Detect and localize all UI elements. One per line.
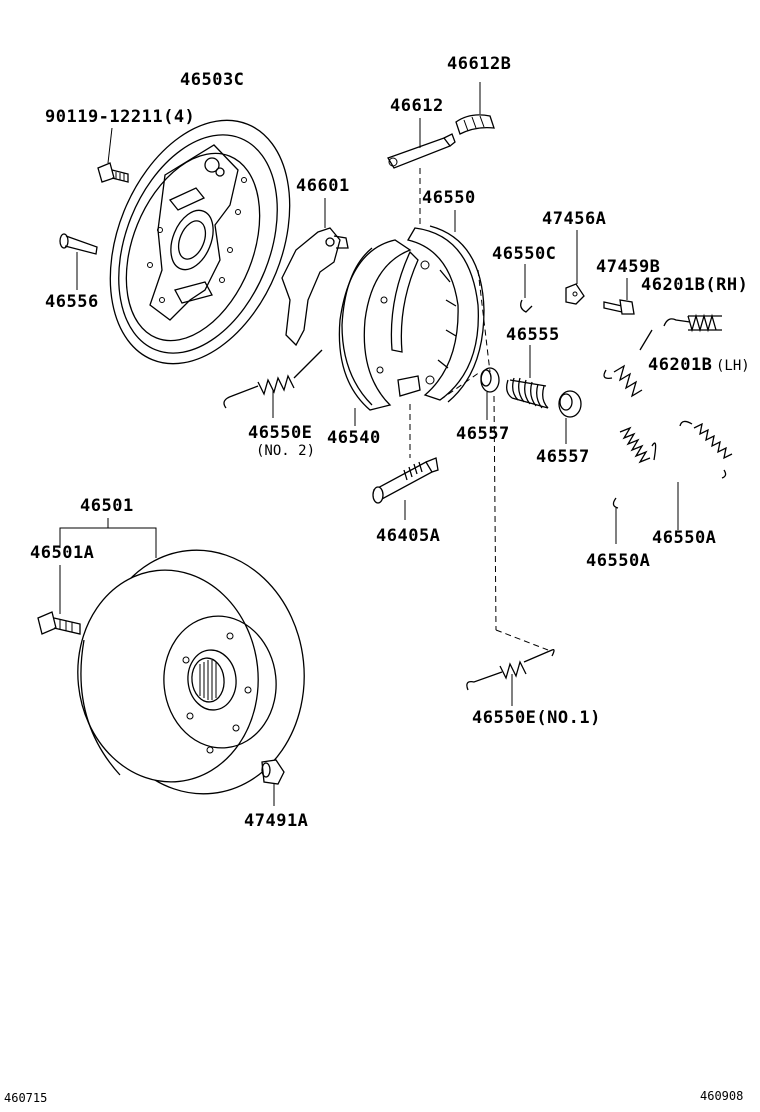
spring-46201b-rh-drawing — [663, 313, 722, 333]
strut-46612-drawing — [387, 118, 456, 169]
label-46540: 46540 — [327, 428, 381, 448]
label-47491a: 47491A — [244, 811, 308, 831]
label-46201b-lh: 46201B — [648, 355, 712, 375]
assembly-dashed-lines — [409, 168, 549, 651]
label-46555: 46555 — [506, 325, 560, 345]
adjuster-46405a-drawing — [372, 457, 439, 520]
label-46601: 46601 — [296, 176, 350, 196]
washer-47456a-drawing — [565, 230, 585, 305]
bolt-47459b-drawing — [603, 278, 635, 315]
label-47459b: 47459B — [596, 257, 660, 277]
lever-46601-drawing — [281, 198, 349, 347]
bolt-90119-drawing — [97, 127, 129, 183]
label-46550c: 46550C — [492, 244, 556, 264]
label-90119-12211: 90119-12211(4) — [45, 107, 195, 127]
spring-46201b-lh-drawing — [603, 329, 653, 398]
bolt-46501a-drawing — [37, 565, 81, 635]
code-left: 460715 — [4, 1091, 47, 1105]
label-46612b: 46612B — [447, 54, 511, 74]
drum-46501-drawing — [77, 549, 305, 795]
label-46550: 46550 — [422, 188, 476, 208]
label-46557-left: 46557 — [456, 424, 510, 444]
spring-46550a-left-drawing — [612, 426, 657, 544]
spring-46550a-right-drawing — [677, 420, 733, 530]
label-46501: 46501 — [80, 496, 134, 516]
label-46405a: 46405A — [376, 526, 440, 546]
cup-46557-right-drawing — [558, 390, 582, 444]
label-46550e-no1: 46550E(NO.1) — [472, 708, 601, 728]
label-46556: 46556 — [45, 292, 99, 312]
label-46612: 46612 — [390, 96, 444, 116]
brake-shoes-drawing — [338, 225, 485, 411]
label-46501a: 46501A — [30, 543, 94, 563]
label-46550a-left: 46550A — [586, 551, 650, 571]
spring-46550e-no1-drawing — [466, 648, 555, 706]
label-46201b-rh: 46201B(RH) — [641, 275, 748, 295]
leader-46501-bracket — [59, 518, 157, 558]
clip-46550c-drawing — [520, 264, 533, 313]
label-46557-right: 46557 — [536, 447, 590, 467]
label-46550e-no2-sub: (NO. 2) — [256, 443, 315, 459]
spring-46555-drawing — [506, 345, 549, 409]
code-right: 460908 — [700, 1089, 743, 1103]
label-47456a: 47456A — [542, 209, 606, 229]
label-46550a-right: 46550A — [652, 528, 716, 548]
spring-46550e-no2-drawing — [223, 349, 323, 418]
label-46503c: 46503C — [180, 70, 244, 90]
label-46201b-lh-side: (LH) — [716, 358, 750, 374]
cup-46557-left-drawing — [480, 367, 500, 420]
backing-plate-drawing — [109, 119, 291, 365]
pin-46556-drawing — [59, 233, 98, 290]
clip-46612b-drawing — [455, 82, 495, 135]
plug-47491a-drawing — [261, 759, 285, 806]
label-46550e-no2: 46550E — [248, 423, 312, 443]
